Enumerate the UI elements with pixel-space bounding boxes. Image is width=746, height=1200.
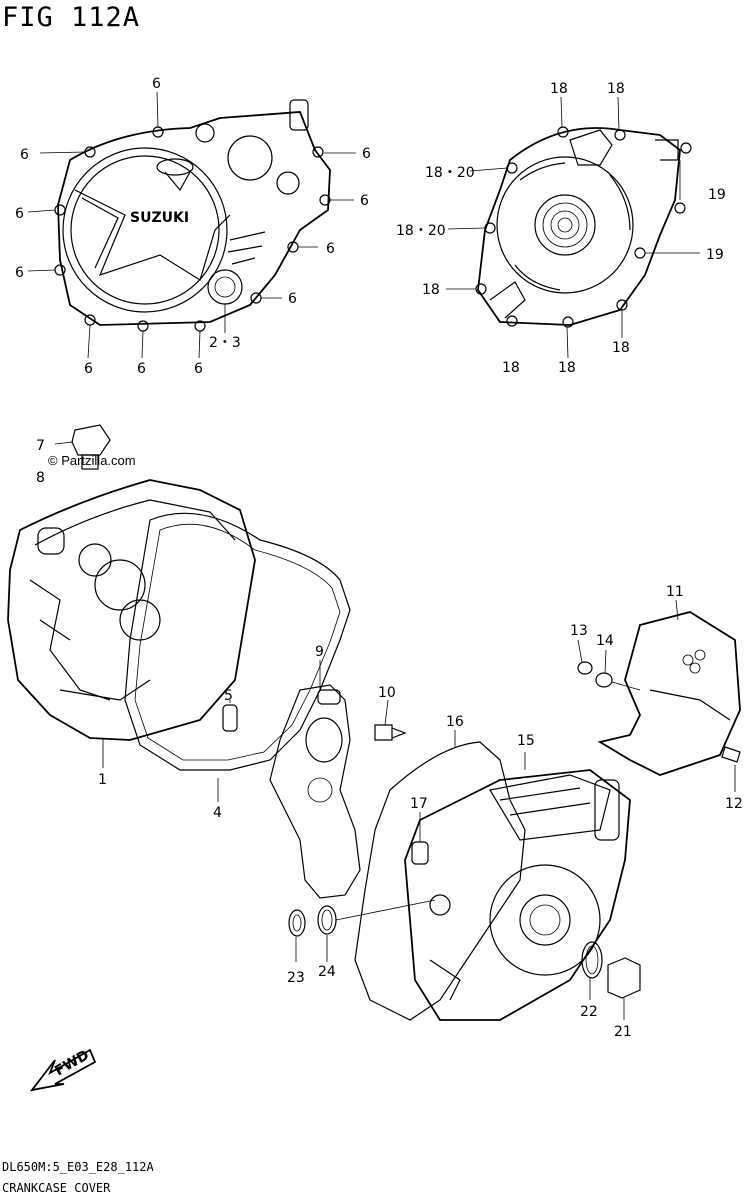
callout-9: 9	[315, 644, 324, 660]
callout-24: 24	[318, 964, 336, 980]
leaders-6	[27, 91, 356, 359]
callout-11: 11	[666, 584, 684, 600]
callout-18: 18	[422, 282, 440, 298]
dowel-17	[411, 841, 429, 865]
callout-14: 14	[596, 633, 614, 649]
crankcase-cover-assembly	[7, 424, 256, 741]
callout-18-20: 18・20	[396, 223, 446, 239]
washer-13	[577, 661, 593, 675]
plug-21	[607, 957, 641, 999]
callout-6: 6	[288, 291, 297, 307]
oil-seal-23	[288, 909, 306, 937]
callout-6: 6	[15, 265, 24, 281]
callout-6: 6	[152, 76, 161, 92]
callout-6: 6	[194, 361, 203, 377]
generator-cover	[477, 127, 681, 326]
callout-13: 13	[570, 623, 588, 639]
callout-10: 10	[378, 685, 396, 701]
figure-title: FIG 112A	[2, 2, 141, 33]
callout-17: 17	[410, 796, 428, 812]
callout-23: 23	[287, 970, 305, 986]
leaders-misc	[54, 441, 736, 1020]
callout-8: 8	[36, 470, 45, 486]
svg-text:SUZUKI: SUZUKI	[130, 210, 189, 226]
callout-18: 18	[607, 81, 625, 97]
callout-4: 4	[213, 805, 222, 821]
callout-6: 6	[360, 193, 369, 209]
callout-22: 22	[580, 1004, 598, 1020]
callout-6: 6	[20, 147, 29, 163]
callout-6: 6	[15, 206, 24, 222]
callout-18: 18	[558, 360, 576, 376]
footer-name: CRANKCASE COVER	[2, 1181, 111, 1195]
gasket-4	[124, 512, 351, 771]
callout-16: 16	[446, 714, 464, 730]
guard-cover-11	[597, 611, 741, 776]
footer-code: DL650M:5_E03_E28_112A	[2, 1160, 154, 1174]
callout-19: 19	[708, 187, 726, 203]
callout-6: 6	[326, 241, 335, 257]
clutch-cover: SUZUKI	[57, 99, 331, 326]
callout-5: 5	[224, 688, 233, 704]
callout-1: 1	[98, 772, 107, 788]
grommet-14	[595, 672, 641, 691]
callout-18: 18	[612, 340, 630, 356]
callout-7: 7	[36, 438, 45, 454]
callout-12: 12	[725, 796, 743, 812]
gasket-16	[354, 741, 526, 1021]
callout-labels: 6 6 6 6 6 6 6 6 6 6 6 2・3 18 18 18・20 18…	[15, 76, 743, 1040]
callout-2-3: 2・3	[209, 335, 241, 351]
callout-18: 18	[502, 360, 520, 376]
gasket-9	[269, 684, 361, 899]
bolt-10	[374, 724, 407, 741]
callout-6: 6	[84, 361, 93, 377]
o-ring-24	[317, 899, 436, 935]
callout-6: 6	[137, 361, 146, 377]
callout-18-20: 18・20	[425, 165, 475, 181]
callout-18: 18	[550, 81, 568, 97]
suzuki-logo: SUZUKI	[130, 210, 189, 226]
fwd-arrow-icon: FWD	[29, 1047, 97, 1092]
callout-6: 6	[362, 146, 371, 162]
watermark: © Partzilla.com	[48, 453, 136, 468]
leaders-18	[446, 96, 700, 359]
callout-21: 21	[614, 1024, 632, 1040]
callout-15: 15	[517, 733, 535, 749]
generator-cover-assembly	[404, 769, 631, 1021]
callout-19: 19	[706, 247, 724, 263]
o-ring-22	[581, 941, 603, 979]
bolt-12	[721, 746, 741, 763]
generator-cover-bolts	[475, 126, 692, 328]
